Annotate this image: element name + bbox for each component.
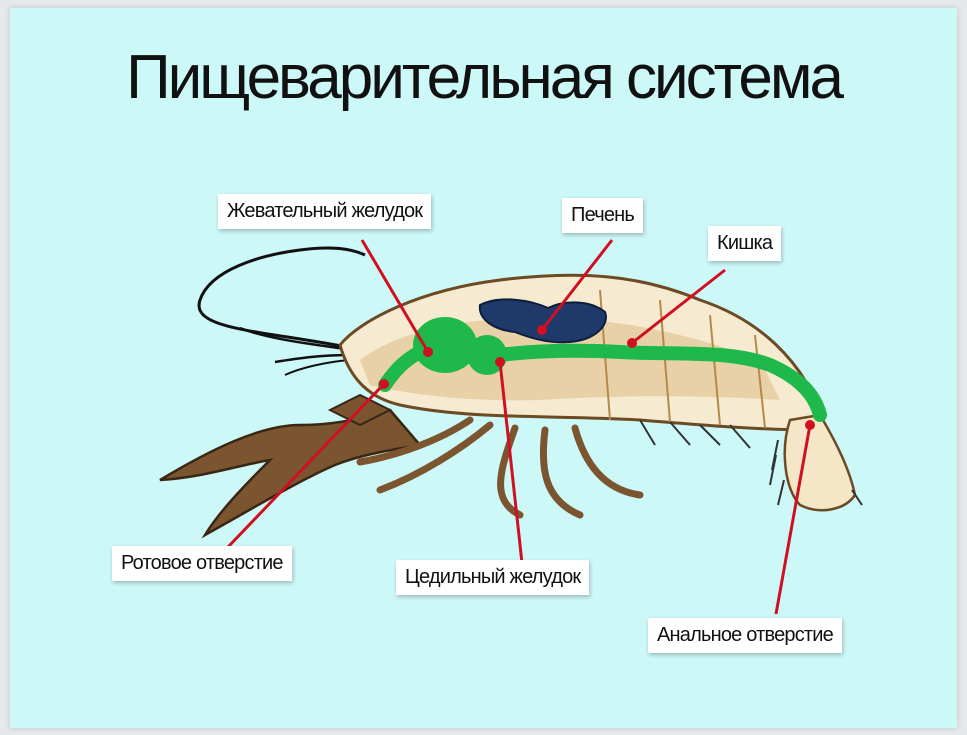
label-anus: Анальное отверстие: [648, 618, 842, 653]
tail-fan: [785, 415, 855, 510]
antenna-long: [199, 248, 365, 348]
label-intestine: Кишка: [708, 226, 781, 261]
antenna-short-3: [285, 360, 350, 375]
claw: [160, 410, 420, 535]
label-liver: Печень: [562, 198, 643, 233]
label-chewing-stomach: Жевательный желудок: [218, 194, 431, 229]
label-mouth: Ротовое отверстие: [112, 546, 292, 581]
pointer-mouth: [228, 384, 384, 547]
label-filter-stomach: Цедильный желудок: [396, 560, 589, 595]
